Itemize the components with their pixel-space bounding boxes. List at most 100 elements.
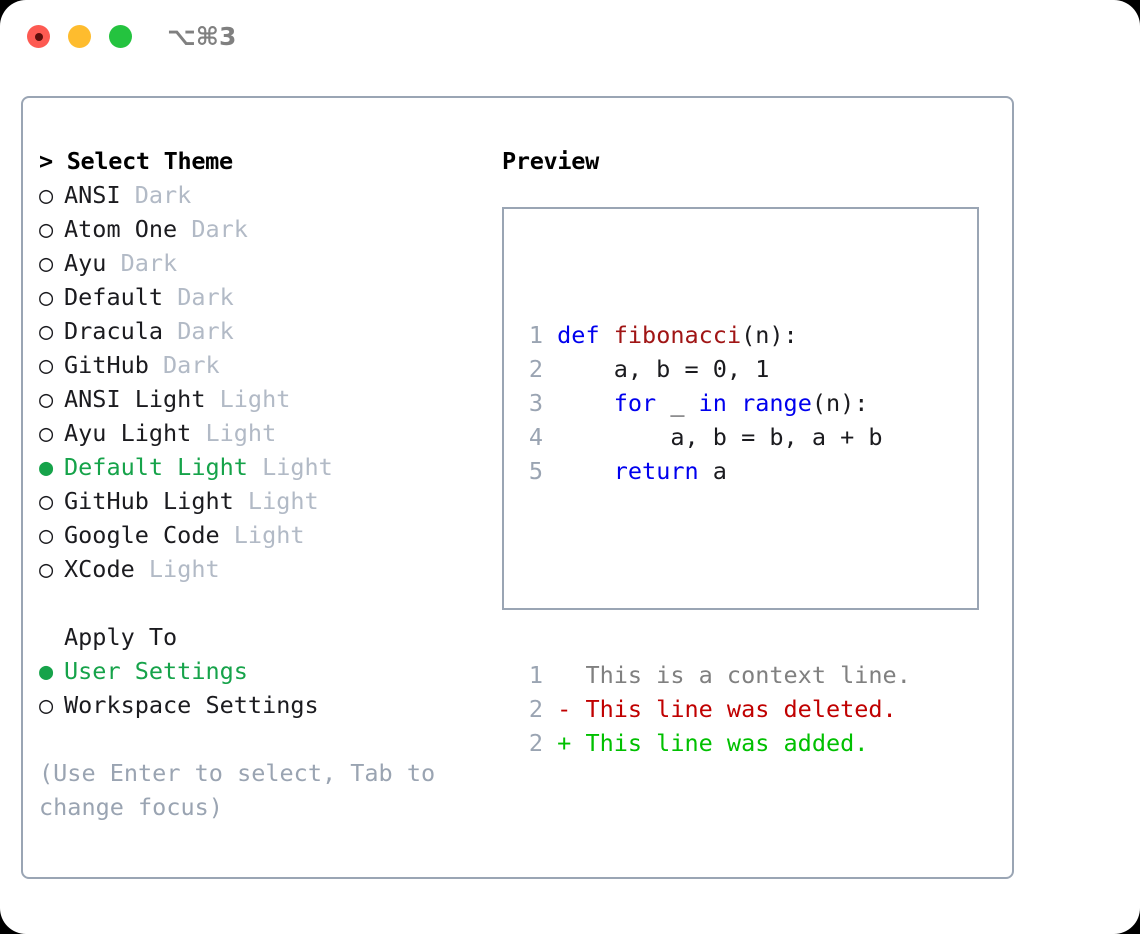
zoom-button[interactable] — [109, 25, 132, 48]
keyboard-shortcut-label: ⌥⌘3 — [167, 22, 237, 51]
theme-name: Default — [64, 283, 164, 311]
radio-empty-icon: ○ — [39, 215, 54, 243]
theme-selector-panel: > Select Theme ○ANSI Dark○Atom One Dark○… — [21, 96, 1014, 879]
radio-empty-icon: ○ — [39, 691, 54, 719]
line-number: 5 — [528, 457, 543, 485]
theme-list-column: > Select Theme ○ANSI Dark○Atom One Dark○… — [39, 144, 489, 824]
line-number: 2 — [528, 695, 543, 723]
radio-empty-icon: ○ — [39, 351, 54, 379]
diff-lines: 1 This is a context line.2 - This line w… — [518, 658, 911, 760]
theme-variant-tag: Light — [191, 419, 277, 447]
theme-variant-tag: Light — [233, 487, 319, 515]
theme-variant-tag: Dark — [163, 283, 234, 311]
theme-name: Google Code — [64, 521, 220, 549]
code-token — [543, 457, 614, 485]
code-token: a, b = 0, 1 — [543, 355, 770, 383]
close-button[interactable] — [27, 25, 50, 48]
theme-list-item[interactable]: ○ Google Code Light — [39, 518, 489, 552]
theme-variant-tag: Light — [219, 521, 305, 549]
theme-variant-tag: Dark — [120, 181, 192, 209]
code-token — [600, 321, 614, 349]
code-line: 1 def fibonacci(n): — [518, 318, 911, 352]
theme-name: GitHub — [64, 351, 149, 379]
radio-empty-icon: ○ — [39, 385, 54, 413]
apply-to-option[interactable]: ○ Workspace Settings — [39, 688, 489, 722]
code-line: 2 a, b = 0, 1 — [518, 352, 911, 386]
radio-empty-icon: ○ — [39, 249, 54, 277]
code-token: a, b = b, a + b — [543, 423, 883, 451]
theme-list-item[interactable]: ●Default Light Light — [39, 450, 489, 484]
line-number: 1 — [528, 321, 543, 349]
theme-list-item[interactable]: ○ Dracula Dark — [39, 314, 489, 348]
theme-list-item[interactable]: ○XCode Light — [39, 552, 489, 586]
theme-list: ○ ANSI Dark ○ Atom One Dark ○ Ayu Dark ○ Defaul… — [39, 178, 489, 586]
theme-variant-tag: Light — [247, 453, 333, 481]
code-token — [727, 389, 741, 417]
radio-selected-icon: ● — [39, 657, 54, 685]
code-line: 5 return a — [518, 454, 911, 488]
line-number: 3 — [528, 389, 543, 417]
theme-variant-tag: Dark — [163, 317, 234, 345]
diff-text: - This line was deleted. — [543, 695, 897, 723]
diff-line: 2 - This line was deleted. — [518, 692, 911, 726]
code-token: (n): — [741, 321, 798, 349]
line-number: 2 — [528, 729, 543, 757]
theme-list-item[interactable]: ○ Atom One Dark — [39, 212, 489, 246]
keyboard-hint: (Use Enter to select, Tab to change focu… — [39, 759, 450, 821]
code-token: range — [741, 389, 812, 417]
code-line: 4 a, b = b, a + b — [518, 420, 911, 454]
apply-to-option[interactable]: ● User Settings — [39, 654, 489, 688]
theme-variant-tag: Dark — [148, 351, 220, 379]
theme-name: ANSI — [64, 181, 121, 209]
code-token: (n): — [811, 389, 869, 417]
theme-name: Ayu — [64, 249, 107, 277]
theme-list-item[interactable]: ○ ANSI Light Light — [39, 382, 489, 416]
preview-title: Preview — [502, 147, 599, 175]
title-bar: ⌥⌘3 — [0, 0, 1140, 78]
theme-name: Atom One — [64, 215, 178, 243]
radio-empty-icon: ○ — [39, 487, 54, 515]
code-token: def — [557, 321, 600, 349]
radio-empty-icon: ○ — [39, 419, 54, 447]
theme-list-item[interactable]: ○ Ayu Dark — [39, 246, 489, 280]
theme-variant-tag: Light — [134, 555, 220, 583]
code-token — [543, 321, 557, 349]
diff-text: This is a context line. — [543, 661, 911, 689]
theme-list-item[interactable]: ○ ANSI Dark — [39, 178, 489, 212]
code-token: fibonacci — [613, 321, 742, 349]
theme-variant-tag: Dark — [177, 215, 248, 243]
theme-list-item[interactable]: ○ Default Dark — [39, 280, 489, 314]
line-number: 2 — [528, 355, 543, 383]
code-token: return — [613, 457, 699, 485]
theme-name: Default Light — [64, 453, 248, 481]
theme-list-item[interactable]: ○ GitHub Dark — [39, 348, 489, 382]
apply-to-option-label: Workspace Settings — [64, 691, 319, 719]
code-token — [543, 389, 614, 417]
line-number: 1 — [528, 661, 543, 689]
code-token: for — [613, 389, 657, 417]
theme-name: ANSI Light — [64, 385, 206, 413]
apply-to-label: Apply To — [64, 623, 178, 651]
theme-list-item[interactable]: ○Ayu Light Light — [39, 416, 489, 450]
traffic-light-group — [27, 25, 132, 48]
theme-variant-tag: Light — [205, 385, 291, 413]
theme-name: XCode — [64, 555, 135, 583]
theme-variant-tag: Dark — [106, 249, 178, 277]
theme-list-item[interactable]: ○ GitHub Light Light — [39, 484, 489, 518]
radio-empty-icon: ○ — [39, 521, 54, 549]
radio-empty-icon: ○ — [39, 283, 54, 311]
minimize-button[interactable] — [68, 25, 91, 48]
diff-line: 2 + This line was added. — [518, 726, 911, 760]
code-token: _ — [656, 389, 699, 417]
diff-line: 1 This is a context line. — [518, 658, 911, 692]
theme-name: Dracula — [64, 317, 164, 345]
radio-empty-icon: ○ — [39, 181, 54, 209]
radio-empty-icon: ○ — [39, 317, 54, 345]
theme-name: GitHub Light — [64, 487, 234, 515]
apply-to-option-label: User Settings — [64, 657, 248, 685]
code-token: in — [698, 389, 727, 417]
